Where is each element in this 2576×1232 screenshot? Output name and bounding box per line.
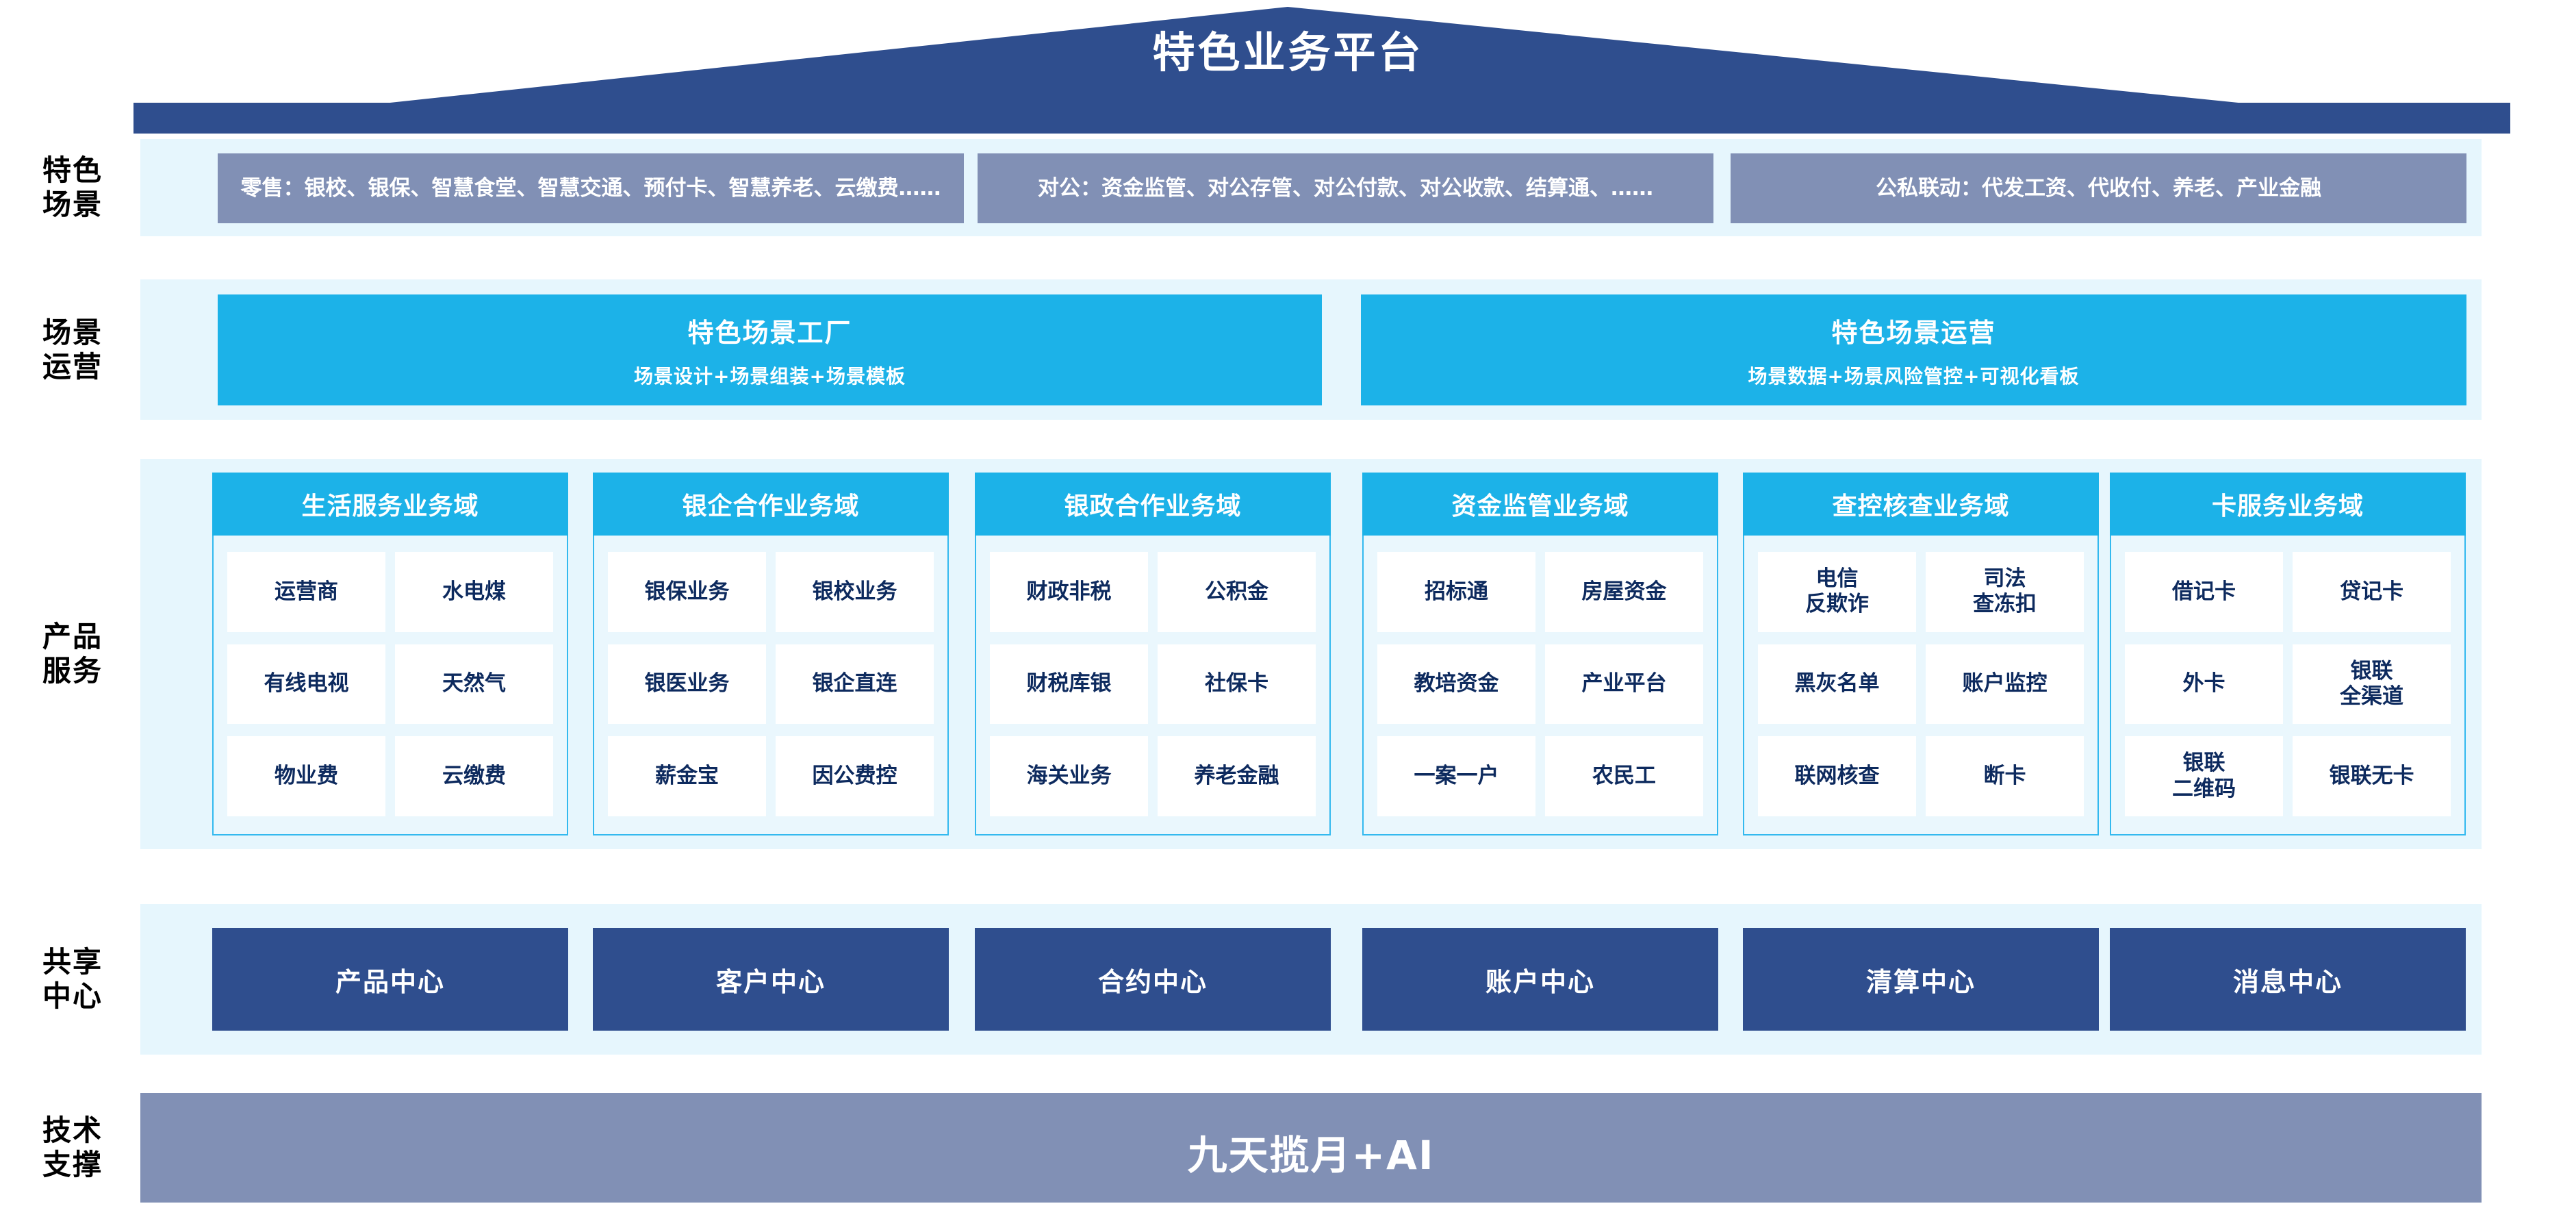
platform-banner: 特色业务平台 [0,0,2576,134]
row-label-scene-line1: 特色 [42,153,103,188]
row-label-ops-line2: 运营 [42,349,103,384]
domain-card-card-service[interactable]: 卡服务业务域 借记卡 贷记卡 外卡 银联全渠道 银联二维码 银联无卡 [2110,473,2466,835]
domain-card-fund-supervision-items: 招标通 房屋资金 教培资金 产业平台 一案一户 农民工 [1364,536,1717,834]
ops-box-operation-subtitle: 场景数据+场景风险管控+可视化看板 [1748,364,2080,388]
row-label-product: 产品 服务 [12,459,133,849]
domain-card-card-service-title: 卡服务业务域 [2110,473,2466,536]
domain-item[interactable]: 云缴费 [395,736,553,816]
row-label-product-line1: 产品 [42,620,103,654]
row-label-tech-line2: 支撑 [42,1148,103,1181]
domain-item[interactable]: 银企直连 [776,644,934,725]
domain-card-bank-government-items: 财政非税 公积金 财税库银 社保卡 海关业务 养老金融 [976,536,1329,834]
shared-center-label: 合约中心 [1097,966,1208,997]
domain-item[interactable]: 贷记卡 [2293,552,2451,632]
domain-item[interactable]: 电信反欺诈 [1758,552,1916,632]
domain-item[interactable]: 黑灰名单 [1758,644,1916,725]
domain-item[interactable]: 借记卡 [2125,552,2283,632]
domain-card-bank-enterprise-items: 银保业务 银校业务 银医业务 银企直连 薪金宝 因公费控 [594,536,947,834]
ops-box-operation[interactable]: 特色场景运营 场景数据+场景风险管控+可视化看板 [1361,294,2466,405]
row-label-center-line2: 中心 [42,979,103,1013]
domain-item[interactable]: 养老金融 [1158,736,1316,816]
row-label-scene: 特色 场景 [12,139,133,236]
tech-band[interactable] [140,1093,2482,1203]
domain-item[interactable]: 教培资金 [1377,644,1535,725]
scene-box-linkage-text: 公私联动：代发工资、代收付、养老、产业金融 [1876,175,2321,201]
row-label-tech-line1: 技术 [42,1114,103,1148]
domain-card-investigation[interactable]: 查控核查业务域 电信反欺诈 司法查冻扣 黑灰名单 账户监控 联网核查 断卡 [1743,473,2099,835]
domain-item[interactable]: 公积金 [1158,552,1316,632]
shared-center-customer[interactable]: 客户中心 [593,928,949,1031]
scene-box-retail-text: 零售：银校、银保、智慧食堂、智慧交通、预付卡、智慧养老、云缴费…… [240,175,941,201]
domain-item[interactable]: 招标通 [1377,552,1535,632]
row-label-center: 共享 中心 [12,904,133,1055]
shared-center-label: 清算中心 [1865,966,1976,997]
scene-box-linkage[interactable]: 公私联动：代发工资、代收付、养老、产业金融 [1731,153,2466,223]
domain-item[interactable]: 银保业务 [608,552,766,632]
domain-card-life-service-items: 运营商 水电煤 有线电视 天然气 物业费 云缴费 [214,536,567,834]
domain-item[interactable]: 一案一户 [1377,736,1535,816]
domain-item[interactable]: 银联全渠道 [2293,644,2451,725]
domain-item[interactable]: 司法查冻扣 [1926,552,2084,632]
domain-item[interactable]: 银医业务 [608,644,766,725]
domain-item[interactable]: 断卡 [1926,736,2084,816]
domain-item[interactable]: 产业平台 [1545,644,1703,725]
scene-box-retail[interactable]: 零售：银校、银保、智慧食堂、智慧交通、预付卡、智慧养老、云缴费…… [218,153,964,223]
shared-center-settlement[interactable]: 清算中心 [1743,928,2099,1031]
row-label-tech: 技术 支撑 [12,1093,133,1203]
ops-box-factory-subtitle: 场景设计+场景组装+场景模板 [634,364,906,388]
domain-card-fund-supervision-title: 资金监管业务域 [1362,473,1718,536]
domain-card-investigation-title: 查控核查业务域 [1743,473,2099,536]
domain-card-investigation-items: 电信反欺诈 司法查冻扣 黑灰名单 账户监控 联网核查 断卡 [1744,536,2097,834]
domain-item[interactable]: 财政非税 [990,552,1148,632]
domain-item[interactable]: 农民工 [1545,736,1703,816]
domain-card-card-service-items: 借记卡 贷记卡 外卡 银联全渠道 银联二维码 银联无卡 [2111,536,2464,834]
domain-item[interactable]: 有线电视 [227,644,385,725]
row-label-scene-line2: 场景 [42,188,103,221]
domain-item[interactable]: 银联无卡 [2293,736,2451,816]
tech-platform-title: 九天揽月+AI [1187,1132,1435,1179]
domain-item[interactable]: 物业费 [227,736,385,816]
domain-item[interactable]: 水电煤 [395,552,553,632]
ops-box-factory[interactable]: 特色场景工厂 场景设计+场景组装+场景模板 [218,294,1322,405]
shared-center-product[interactable]: 产品中心 [212,928,568,1031]
domain-item[interactable]: 银联二维码 [2125,736,2283,816]
ops-box-operation-title: 特色场景运营 [1831,317,1996,348]
shared-center-label: 消息中心 [2232,966,2343,997]
domain-card-bank-enterprise[interactable]: 银企合作业务域 银保业务 银校业务 银医业务 银企直连 薪金宝 因公费控 [593,473,949,835]
domain-item[interactable]: 社保卡 [1158,644,1316,725]
domain-card-bank-enterprise-title: 银企合作业务域 [593,473,949,536]
domain-item[interactable]: 联网核查 [1758,736,1916,816]
row-label-ops-line1: 场景 [42,315,103,349]
shared-center-message[interactable]: 消息中心 [2110,928,2466,1031]
shared-center-label: 账户中心 [1485,966,1595,997]
shared-center-label: 客户中心 [715,966,826,997]
domain-card-bank-government[interactable]: 银政合作业务域 财政非税 公积金 财税库银 社保卡 海关业务 养老金融 [975,473,1331,835]
row-label-product-line2: 服务 [42,654,103,688]
scene-box-corporate-text: 对公：资金监管、对公存管、对公付款、对公收款、结算通、…… [1038,175,1653,201]
scene-box-corporate[interactable]: 对公：资金监管、对公存管、对公付款、对公收款、结算通、…… [978,153,1713,223]
banner-roof-shape [133,7,2510,134]
platform-title: 特色业务平台 [1152,27,1424,77]
domain-item[interactable]: 海关业务 [990,736,1148,816]
domain-item[interactable]: 房屋资金 [1545,552,1703,632]
domain-item[interactable]: 财税库银 [990,644,1148,725]
domain-item[interactable]: 薪金宝 [608,736,766,816]
domain-item[interactable]: 运营商 [227,552,385,632]
domain-card-life-service[interactable]: 生活服务业务域 运营商 水电煤 有线电视 天然气 物业费 云缴费 [212,473,568,835]
row-label-center-line1: 共享 [42,945,103,979]
domain-card-life-service-title: 生活服务业务域 [212,473,568,536]
domain-card-bank-government-title: 银政合作业务域 [975,473,1331,536]
shared-center-label: 产品中心 [335,966,445,997]
domain-card-fund-supervision[interactable]: 资金监管业务域 招标通 房屋资金 教培资金 产业平台 一案一户 农民工 [1362,473,1718,835]
shared-center-contract[interactable]: 合约中心 [975,928,1331,1031]
ops-box-factory-title: 特色场景工厂 [687,317,852,348]
row-label-ops: 场景 运营 [12,279,133,420]
domain-item[interactable]: 天然气 [395,644,553,725]
domain-item[interactable]: 银校业务 [776,552,934,632]
domain-item[interactable]: 因公费控 [776,736,934,816]
shared-center-account[interactable]: 账户中心 [1362,928,1718,1031]
domain-item[interactable]: 账户监控 [1926,644,2084,725]
domain-item[interactable]: 外卡 [2125,644,2283,725]
